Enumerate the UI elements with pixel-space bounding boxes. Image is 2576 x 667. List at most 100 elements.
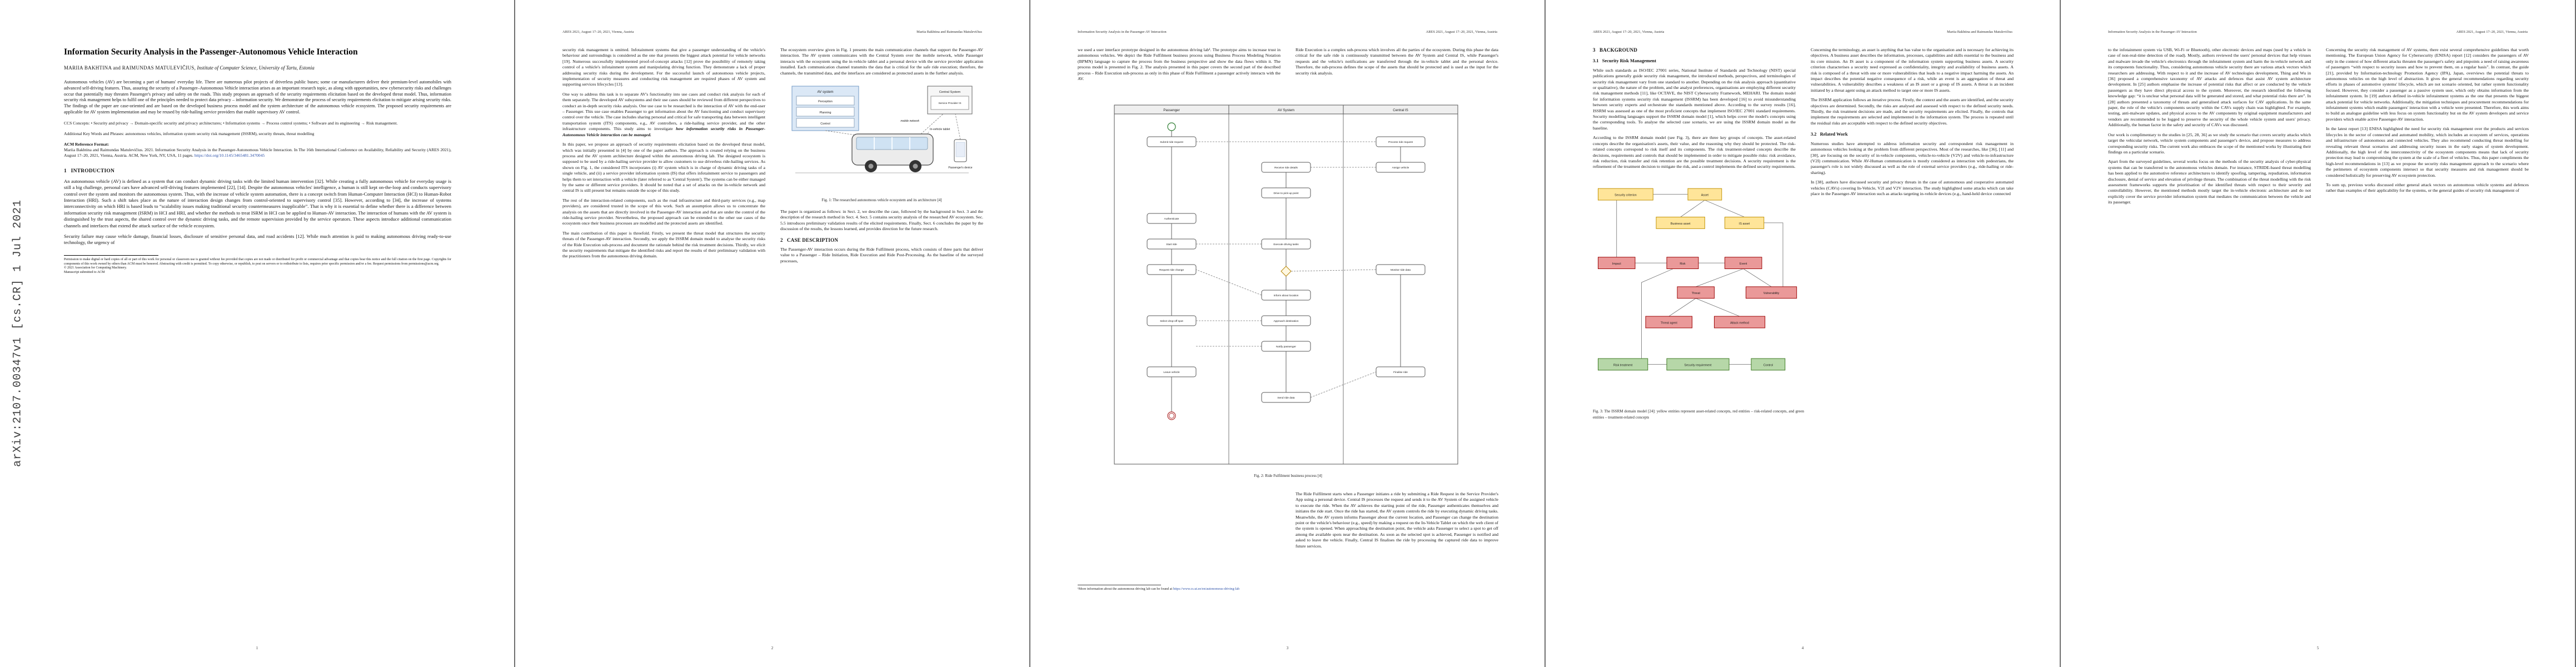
running-head-left: Information Security Analysis in the Pas… — [1078, 30, 1167, 34]
footnote-url-link[interactable]: https://www.cs.ut.ee/en/autonomous-drivi… — [1173, 587, 1240, 591]
fig3-issrm-svg: Security criterion Asset Business asset … — [1598, 188, 1797, 371]
bpmn-task-label: Request ride change — [1159, 268, 1184, 272]
bpmn-task-label: Notify passenger — [1276, 345, 1296, 349]
passenger-device-icon: Passenger's device — [948, 139, 972, 170]
issrm-box-label: Threat agent — [1661, 321, 1678, 325]
running-head-right: Mariia Bakhtina and Raimundas Matuleviči… — [916, 30, 982, 34]
fig1-perception-label: Perception — [818, 100, 833, 103]
body-paragraph: In the latest report [13] ENISA highligh… — [2326, 126, 2529, 178]
bpmn-task-label: Approach destination — [1273, 320, 1298, 323]
page-number: 2 — [771, 646, 774, 650]
body-paragraph: The paper is organized as follows: in Se… — [780, 208, 983, 232]
authors-line: MARIIA BAKHTINA and RAIMUNDAS MATULEVIČI… — [64, 65, 451, 71]
issrm-box-label: Risk — [1680, 262, 1686, 266]
fig2-caption: Fig. 2: Ride Fulfilment business process… — [1254, 474, 1322, 478]
issrm-box-label: Impact — [1612, 262, 1621, 266]
issrm-box-label: Vulnerability — [1763, 292, 1780, 295]
body-paragraph: In this paper, we propose an approach of… — [562, 142, 765, 193]
page3-column-right: Ride Execution is a complex sub-process … — [1296, 47, 1498, 80]
subsection-heading-related-work: 3.2 Related Work — [1811, 132, 1848, 137]
fig1-tablet-label: In-vehicle tablet — [930, 128, 950, 131]
bpmn-task-label: Inform about location — [1274, 294, 1299, 297]
acm-reference: ACM Reference Format: Mariia Bakhtina an… — [64, 142, 451, 158]
page-number: 5 — [2316, 646, 2319, 650]
body-paragraph: to the infotainment system via USB, Wi-F… — [2108, 47, 2311, 128]
fig1-central-label: Central System — [939, 91, 960, 94]
subsection-heading-srm: 3.1 Security Risk Management — [1593, 58, 1656, 64]
body-paragraph: Ride Execution is a complex sub-process … — [1296, 47, 1498, 76]
bpmn-lane-label: AV System — [1278, 108, 1294, 112]
section-heading-background: 3 BACKGROUND — [1593, 47, 1638, 53]
issrm-box-label: Security requirement — [1685, 364, 1712, 367]
bpmn-task-label: Receive ride details — [1274, 166, 1298, 170]
body-paragraph: One way to address this task is to separ… — [562, 92, 765, 138]
fig3-issrm-figure: Security criterion Asset Business asset … — [1593, 177, 1797, 406]
bpmn-task-label: Execute driving tasks — [1273, 243, 1299, 246]
body-paragraph: The ecosystem overview given in Fig. 1 p… — [780, 47, 983, 76]
page-3: Information Security Analysis in the Pas… — [1030, 0, 1544, 667]
running-head-right: ARES 2021, August 17–20, 2021, Vienna, A… — [2456, 30, 2528, 34]
bpmn-lane-headers: Passenger AV System Central IS — [1114, 104, 1458, 115]
fig1-network-label: mobile network — [900, 120, 919, 123]
body-paragraph: Concerning the terminology, an asset is … — [1811, 47, 2014, 93]
issrm-box-label: Threat — [1692, 292, 1701, 295]
issrm-box-label: Asset — [1701, 193, 1709, 197]
body-paragraph: The main contribution of this paper is t… — [562, 230, 765, 259]
running-head-left: ARES 2021, August 17–20, 2021, Vienna, A… — [562, 30, 634, 34]
copyright-line: © 2021 Association for Computing Machine… — [64, 266, 127, 270]
bpmn-task-label: Finalise ride — [1393, 371, 1408, 374]
author-names: MARIIA BAKHTINA and RAIMUNDAS MATULEVIČI… — [64, 65, 196, 71]
fig1-ecosystem-svg: AV system Perception Planning Control — [791, 86, 972, 173]
issrm-box-label: IS asset — [1739, 222, 1750, 225]
fig1-av-system-label: AV system — [817, 90, 833, 94]
intro-paragraph-2: Security failure may cause vehicle damag… — [64, 233, 451, 246]
ccs-concepts: CCS Concepts: • Security and privacy → D… — [64, 120, 398, 126]
bpmn-message-flows — [1195, 141, 1377, 398]
page-4: ARES 2021, August 17–20, 2021, Vienna, A… — [1546, 0, 2060, 667]
author-affiliation: Institute of Computer Science, Universit… — [197, 65, 315, 71]
page5-column-left: to the infotainment system via USB, Wi-F… — [2108, 47, 2311, 210]
running-head-right: Mariia Bakhtina and Raimundas Matuleviči… — [1947, 30, 2012, 34]
fig1-caption: Fig. 1: The researched autonomous vehicl… — [821, 198, 942, 203]
section-heading-case-description: 2 CASE DESCRIPTION — [780, 237, 839, 243]
acm-reference-label: ACM Reference Format: — [64, 141, 109, 147]
bpmn-task-label: Authenticate — [1164, 217, 1179, 221]
body-paragraph: To sum up, previous works discussed eith… — [2326, 182, 2529, 193]
page4-column-right: Concerning the terminology, an asset is … — [1811, 47, 2014, 201]
body-paragraph: Our work is complimentary to the studies… — [2108, 132, 2311, 155]
issrm-connector-lines — [1616, 193, 1783, 365]
issrm-box-label: Control — [1763, 364, 1773, 367]
body-paragraph: Concerning the security risk management … — [2326, 47, 2529, 122]
issrm-box-label: Attack method — [1730, 321, 1749, 325]
body-paragraph: Numerous studies have attempted to addre… — [1811, 141, 2014, 175]
bpmn-task-label: Select drop-off spot — [1160, 320, 1183, 323]
paper-title: Information Security Analysis in the Pas… — [64, 47, 358, 57]
body-paragraph: we used a user interface prototype desig… — [1078, 47, 1280, 82]
research-question-emphasis: how information security risks in Passen… — [562, 126, 765, 137]
body-paragraph: The Passenger-AV interaction occurs duri… — [780, 246, 983, 263]
body-paragraph: In [38], authors have discussed security… — [1811, 180, 2014, 196]
bpmn-task-label: Monitor ride data — [1391, 268, 1411, 272]
body-paragraph: The rest of the interaction-related comp… — [562, 197, 765, 226]
bpmn-gateway-icon — [1280, 266, 1292, 277]
fig2-bpmn-figure: Passenger AV System Central IS — [1114, 104, 1461, 469]
body-paragraph: According to the ISSRM domain model (see… — [1593, 135, 1796, 170]
fig3-caption: Fig. 3: The ISSRM domain model [24]: yel… — [1593, 409, 1804, 420]
issrm-box-label: Business asset — [1671, 222, 1691, 225]
body-paragraph: Apart from the surveyed guidelines, seve… — [2108, 159, 2311, 205]
page-1: arXiv:2107.00347v1 [cs.CR] 1 Jul 2021 In… — [0, 0, 514, 667]
page-number: 3 — [1286, 646, 1289, 650]
bpmn-events — [1167, 122, 1292, 420]
page5-column-right: Concerning the security risk management … — [2326, 47, 2529, 198]
running-head-left: Information Security Analysis in the Pas… — [2108, 30, 2197, 34]
footnote-text: ¹More information about the autonomous d… — [1078, 587, 1173, 591]
page2-column-right: The ecosystem overview given in Fig. 1 p… — [780, 47, 983, 268]
doi-link[interactable]: https://doi.org/10.1145/3465481.3470045 — [194, 152, 265, 158]
fig1-control-label: Control — [820, 122, 830, 126]
issrm-treatment-concepts: Risk treatment Security requirement Cont… — [1598, 358, 1786, 371]
page-2: ARES 2021, August 17–20, 2021, Vienna, A… — [515, 0, 1029, 667]
issrm-box-label: Event — [1740, 262, 1747, 266]
bpmn-task-label: Drive to pick-up point — [1273, 192, 1299, 195]
body-paragraph: security risk management is omitted. Inf… — [562, 47, 765, 87]
intro-paragraph-1: An autonomous vehicle (AV) is defined as… — [64, 178, 451, 228]
